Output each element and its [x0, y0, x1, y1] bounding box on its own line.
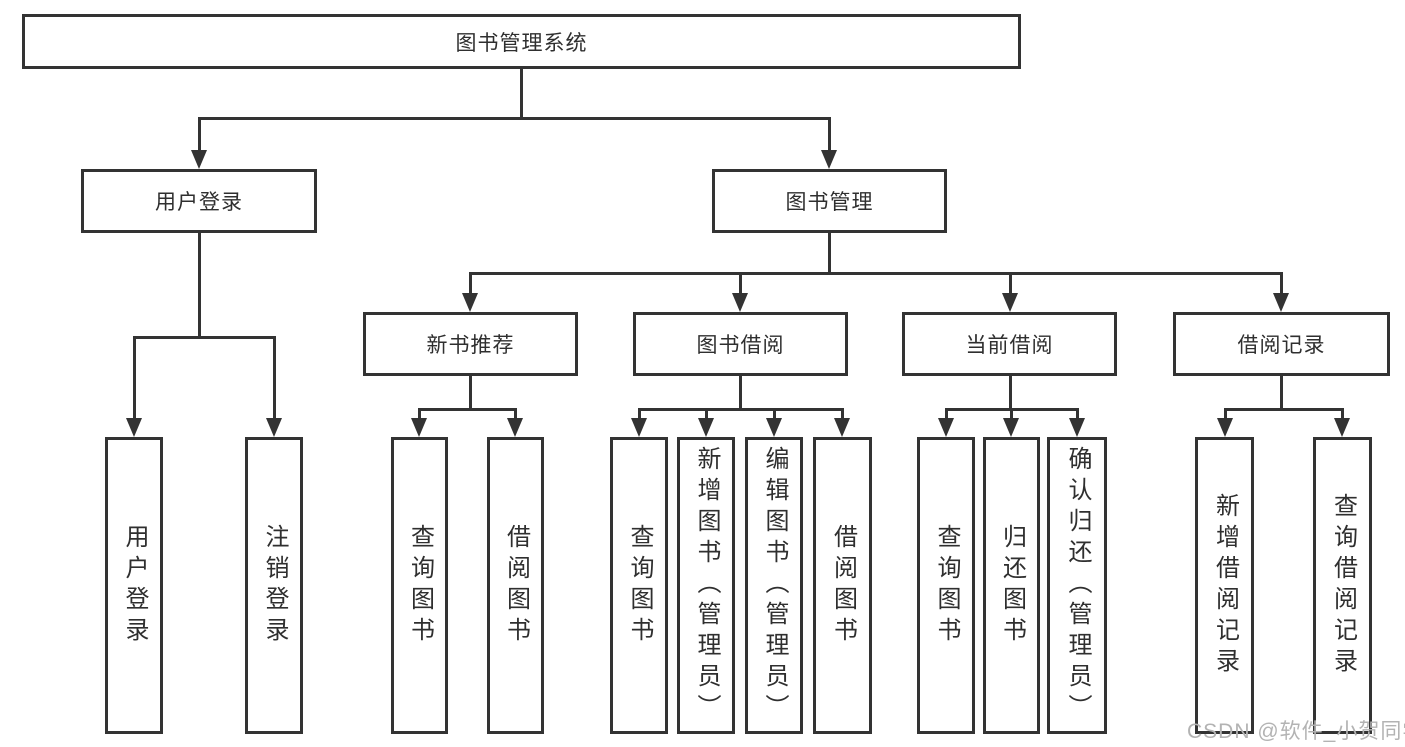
connector-bar-borrow-record	[1224, 408, 1344, 411]
connector-drop-user-login	[273, 336, 276, 422]
csdn-watermark: CSDN @软件_小贺同学	[1187, 720, 1405, 743]
arrow-down-icon	[834, 418, 850, 437]
connector-drop-new-book-recommend	[418, 408, 421, 422]
connector-drop-book-borrow	[841, 408, 844, 422]
node-label-book-management: 图书管理	[785, 191, 874, 214]
node-leaf-user-login: 用户登录	[105, 437, 163, 734]
node-label-leaf-cb-confirm: 确认归还（管理员）	[1064, 446, 1091, 725]
node-leaf-nbr-query: 查询图书	[391, 437, 448, 734]
connector-drop-book-management	[1009, 272, 1012, 297]
node-label-book-borrow: 图书借阅	[696, 334, 785, 357]
node-borrow-record: 借阅记录	[1173, 312, 1390, 376]
node-label-current-borrow: 当前借阅	[965, 334, 1054, 357]
node-label-leaf-bb-edit: 编辑图书（管理员）	[761, 446, 788, 725]
node-label-leaf-nbr-borrow: 借阅图书	[502, 523, 530, 648]
arrow-down-icon	[1002, 293, 1018, 312]
arrow-down-icon	[766, 418, 782, 437]
node-label-leaf-cb-return: 归还图书	[998, 523, 1026, 648]
connector-drop-book-borrow	[773, 408, 776, 422]
connector-drop-book-management	[469, 272, 472, 297]
node-label-leaf-br-query: 查询借阅记录	[1329, 492, 1357, 679]
node-leaf-br-add: 新增借阅记录	[1195, 437, 1254, 734]
arrow-down-icon	[1334, 418, 1350, 437]
node-label-new-book-recommend: 新书推荐	[426, 334, 515, 357]
arrow-down-icon	[507, 418, 523, 437]
connector-stem-borrow-record	[1280, 376, 1283, 411]
node-label-leaf-user-login: 用户登录	[121, 523, 148, 648]
node-leaf-bb-query: 查询图书	[610, 437, 668, 734]
connector-drop-book-borrow	[638, 408, 641, 422]
arrow-down-icon	[411, 418, 427, 437]
node-root: 图书管理系统	[22, 14, 1021, 69]
connector-drop-root	[198, 117, 201, 154]
node-label-leaf-logout: 注销登录	[261, 523, 288, 648]
arrow-down-icon	[732, 293, 748, 312]
connector-drop-borrow-record	[1341, 408, 1344, 422]
connector-stem-user-login	[198, 233, 201, 339]
connector-drop-current-borrow	[1010, 408, 1013, 422]
connector-drop-borrow-record	[1224, 408, 1227, 422]
connector-drop-current-borrow	[945, 408, 948, 422]
node-label-borrow-record: 借阅记录	[1237, 334, 1326, 357]
node-current-borrow: 当前借阅	[902, 312, 1117, 376]
node-leaf-bb-add: 新增图书（管理员）	[677, 437, 735, 734]
connector-drop-current-borrow	[1076, 408, 1079, 422]
connector-bar-new-book-recommend	[418, 408, 517, 411]
arrow-down-icon	[821, 150, 837, 169]
connector-stem-current-borrow	[1009, 376, 1012, 411]
connector-drop-book-management	[739, 272, 742, 297]
node-label-leaf-bb-borrow: 借阅图书	[829, 523, 857, 648]
arrow-down-icon	[1003, 418, 1019, 437]
node-label-user-login: 用户登录	[155, 191, 243, 214]
arrow-down-icon	[126, 418, 142, 437]
connector-drop-book-borrow	[705, 408, 708, 422]
arrow-down-icon	[1217, 418, 1233, 437]
node-label-leaf-cb-query: 查询图书	[933, 523, 960, 648]
node-leaf-bb-edit: 编辑图书（管理员）	[745, 437, 803, 734]
arrow-down-icon	[1273, 293, 1289, 312]
node-leaf-nbr-borrow: 借阅图书	[487, 437, 544, 734]
arrow-down-icon	[698, 418, 714, 437]
node-leaf-cb-confirm: 确认归还（管理员）	[1047, 437, 1107, 734]
connector-bar-book-borrow	[638, 408, 844, 411]
node-label-root: 图书管理系统	[455, 31, 588, 55]
connector-drop-new-book-recommend	[514, 408, 517, 422]
node-new-book-recommend: 新书推荐	[363, 312, 578, 376]
node-label-leaf-bb-query: 查询图书	[626, 523, 653, 648]
connector-bar-user-login	[133, 336, 276, 339]
arrow-down-icon	[191, 150, 207, 169]
connector-bar-book-management	[469, 272, 1283, 275]
arrow-down-icon	[462, 293, 478, 312]
node-leaf-br-query: 查询借阅记录	[1313, 437, 1372, 734]
connector-stem-new-book-recommend	[469, 376, 472, 411]
connector-bar-root	[198, 117, 831, 120]
node-leaf-logout: 注销登录	[245, 437, 303, 734]
connector-stem-book-borrow	[739, 376, 742, 411]
connector-drop-book-management	[1280, 272, 1283, 297]
node-book-borrow: 图书借阅	[633, 312, 848, 376]
node-leaf-cb-return: 归还图书	[983, 437, 1040, 734]
node-label-leaf-br-add: 新增借阅记录	[1211, 492, 1239, 679]
connector-stem-root	[520, 69, 523, 120]
node-book-management: 图书管理	[712, 169, 947, 233]
node-label-leaf-nbr-query: 查询图书	[406, 523, 434, 648]
node-leaf-bb-borrow: 借阅图书	[813, 437, 872, 734]
arrow-down-icon	[631, 418, 647, 437]
node-leaf-cb-query: 查询图书	[917, 437, 975, 734]
node-label-leaf-bb-add: 新增图书（管理员）	[693, 446, 720, 725]
connector-drop-root	[828, 117, 831, 154]
arrow-down-icon	[1069, 418, 1085, 437]
connector-stem-book-management	[828, 233, 831, 275]
node-user-login: 用户登录	[81, 169, 317, 233]
arrow-down-icon	[938, 418, 954, 437]
connector-drop-user-login	[133, 336, 136, 422]
arrow-down-icon	[266, 418, 282, 437]
